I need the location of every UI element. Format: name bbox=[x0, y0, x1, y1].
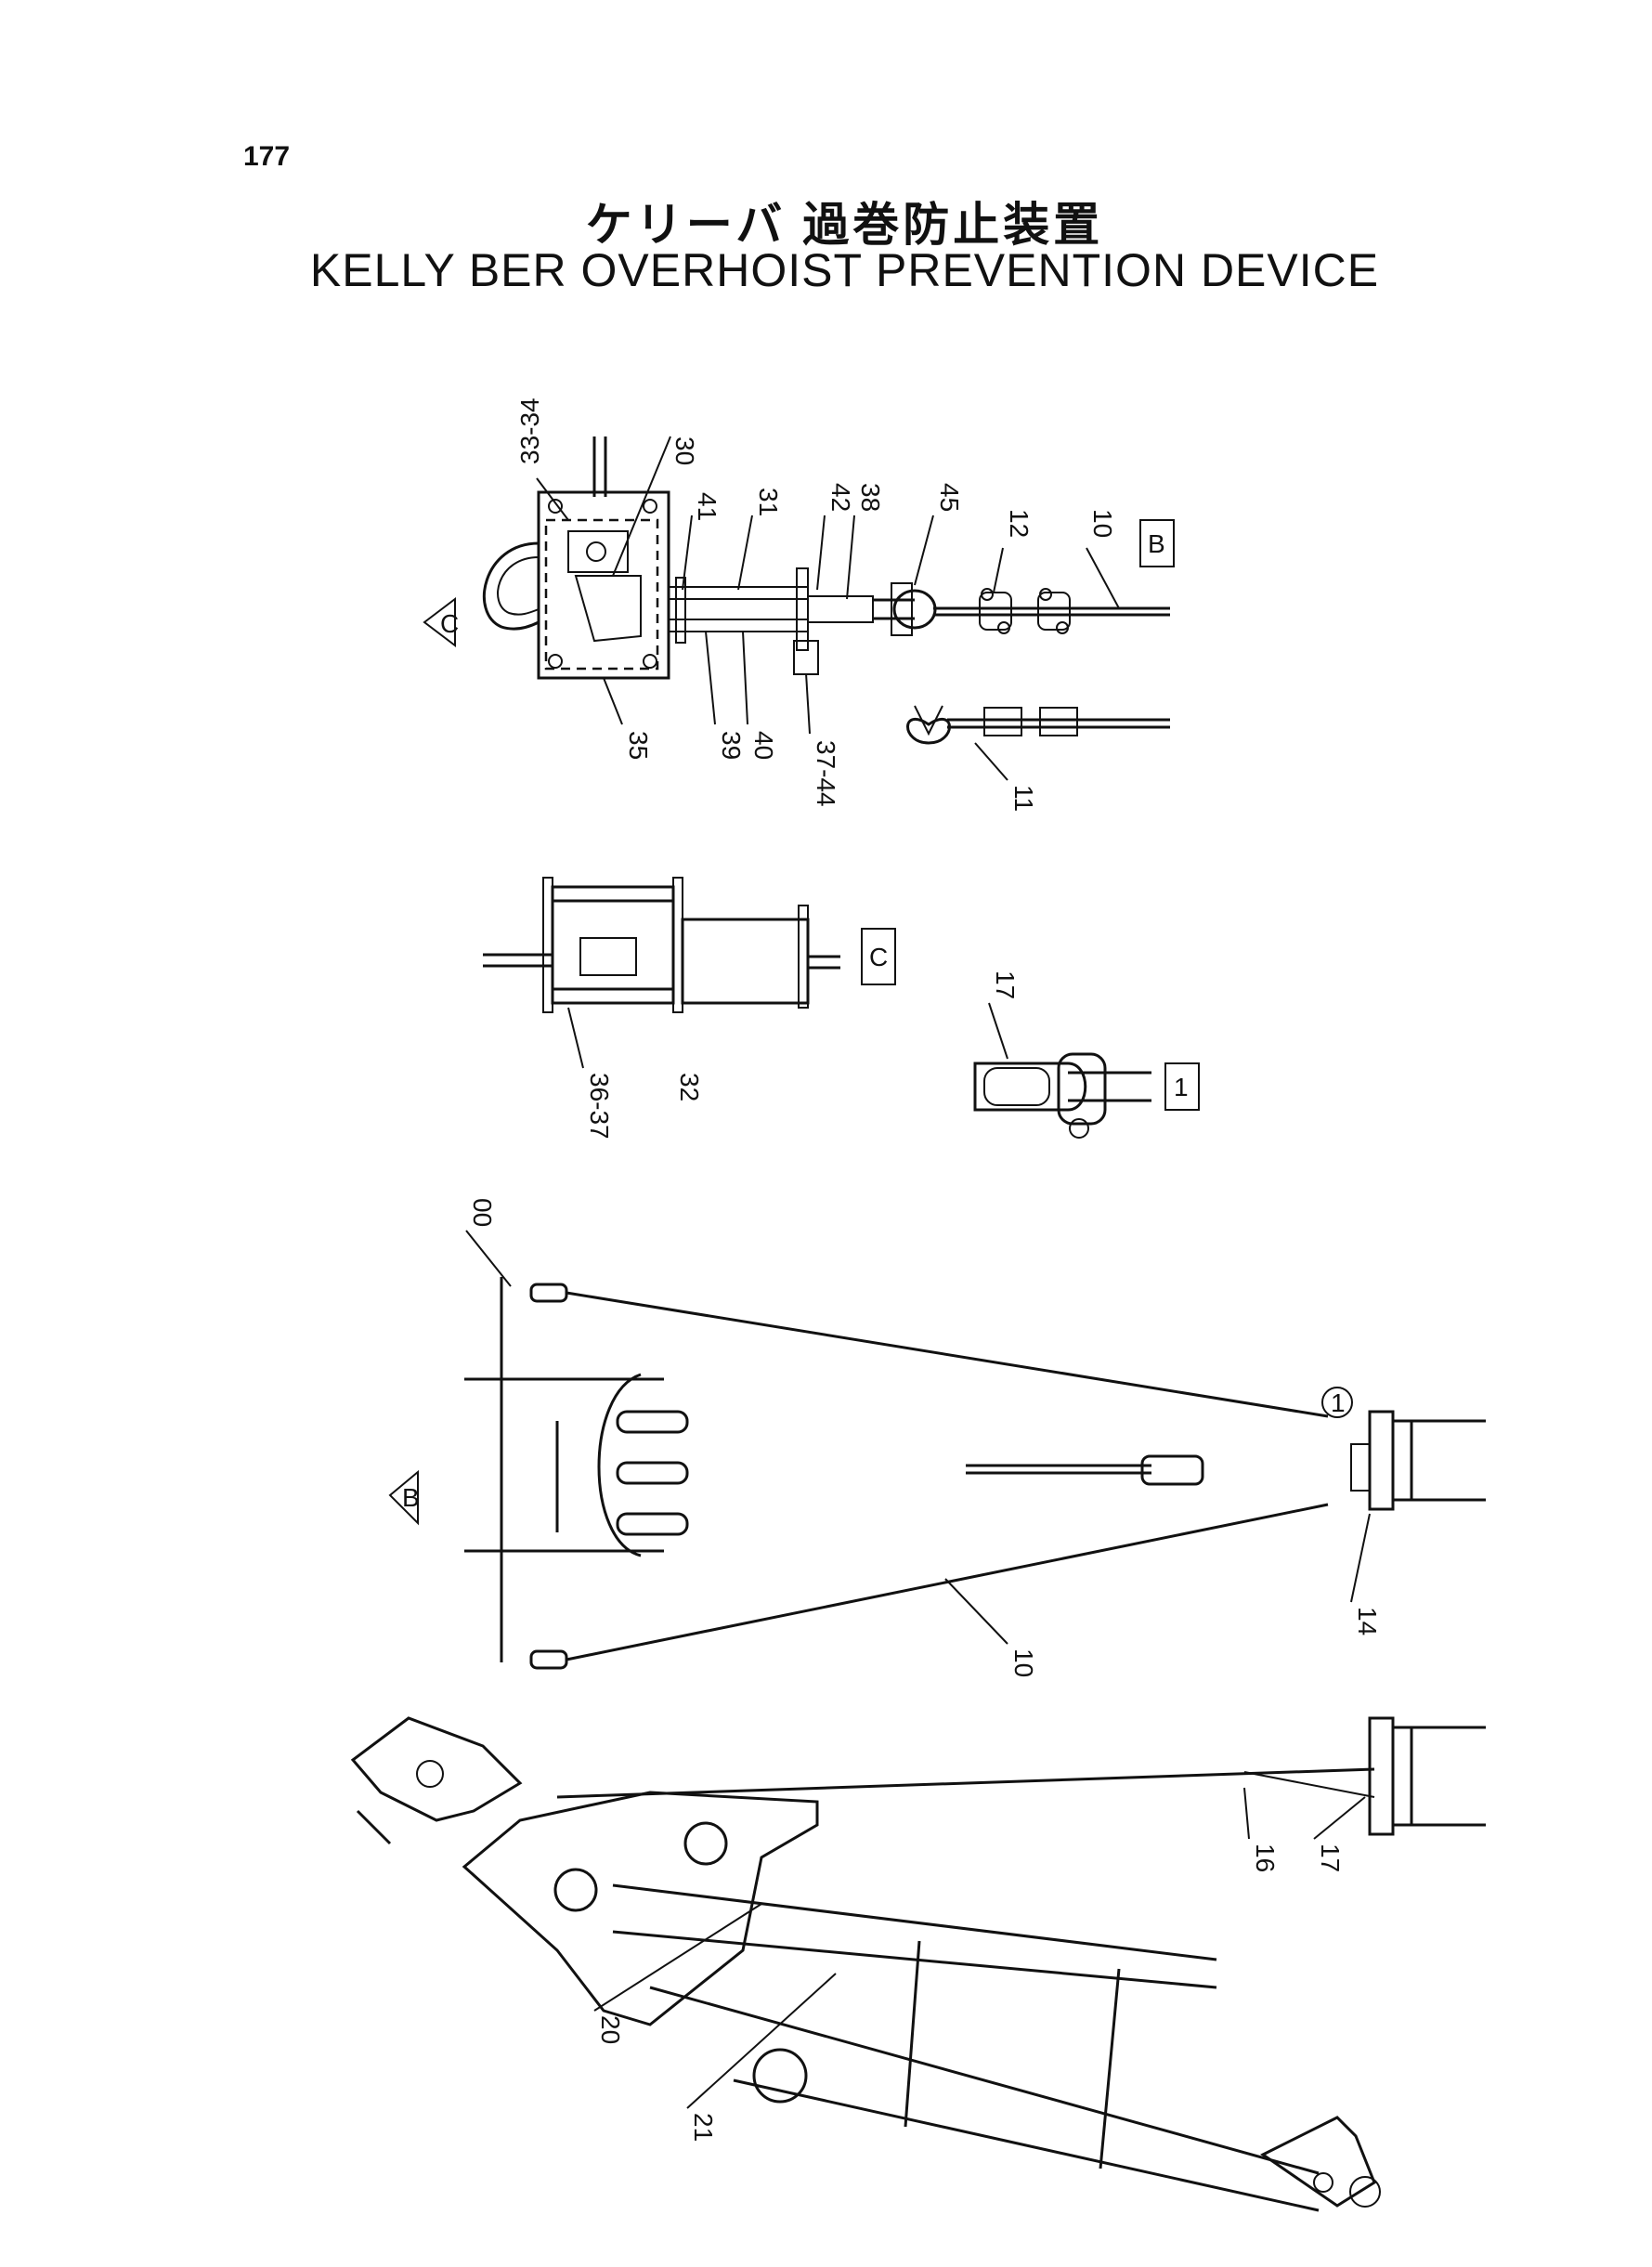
callout-17a: 17 bbox=[991, 971, 1020, 999]
callout-42: 42 bbox=[826, 483, 855, 512]
view-box-1-label: 1 bbox=[1174, 1073, 1189, 1101]
callout-31: 31 bbox=[754, 488, 783, 516]
callout-45: 45 bbox=[935, 483, 964, 512]
callout-32: 32 bbox=[675, 1073, 704, 1101]
view-arrow-c-label: C bbox=[440, 609, 459, 638]
circle-marker-1-label: 1 bbox=[1331, 1388, 1346, 1417]
callout-12: 12 bbox=[1005, 509, 1034, 538]
boom-side-view bbox=[350, 1716, 1486, 2212]
callout-40: 40 bbox=[749, 731, 778, 760]
leader-lines-detail1 bbox=[536, 436, 1120, 781]
top-view-assembly bbox=[464, 1230, 1486, 1670]
callout-36-37: 36-37 bbox=[585, 1073, 614, 1140]
view-arrow-c: C bbox=[423, 596, 459, 648]
callout-39: 39 bbox=[717, 731, 746, 760]
callout-41: 41 bbox=[693, 492, 722, 521]
callout-16: 16 bbox=[1251, 1844, 1280, 1872]
page-number: 177 bbox=[243, 141, 291, 172]
callout-10b: 10 bbox=[1009, 1648, 1038, 1677]
title-english: KELLY BER OVERHOIST PREVENTION DEVICE bbox=[309, 244, 1380, 296]
detail-shackle bbox=[973, 1002, 1151, 1139]
view-box-b: B bbox=[1139, 519, 1175, 567]
view-arrow-b: B bbox=[388, 1469, 420, 1526]
callout-38: 38 bbox=[856, 483, 885, 512]
callout-00: 00 bbox=[468, 1198, 497, 1227]
circle-marker-1: 1 bbox=[1321, 1387, 1353, 1418]
view-box-b-label: B bbox=[1148, 529, 1165, 558]
callout-33-34: 33-34 bbox=[515, 397, 544, 464]
callout-35: 35 bbox=[624, 731, 653, 760]
title-japanese: ケリーバ 過巻防止装置 bbox=[585, 199, 1104, 251]
callout-11: 11 bbox=[1009, 785, 1038, 812]
callout-10a: 10 bbox=[1088, 509, 1117, 538]
detail-c bbox=[483, 877, 840, 1069]
view-box-c: C bbox=[861, 928, 896, 985]
view-box-1: 1 bbox=[1164, 1062, 1200, 1111]
switch-box-detail bbox=[482, 436, 1170, 745]
callout-numbers: 33-34 30 31 41 42 38 45 12 10 35 39 40 3… bbox=[468, 397, 1382, 2142]
callout-21: 21 bbox=[689, 2113, 718, 2142]
callout-17b: 17 bbox=[1316, 1844, 1345, 1872]
callout-14: 14 bbox=[1353, 1607, 1382, 1635]
callout-30: 30 bbox=[670, 436, 699, 465]
view-arrow-b-label: B bbox=[402, 1483, 420, 1512]
callout-20: 20 bbox=[596, 2015, 625, 2044]
callout-37-44: 37-44 bbox=[812, 740, 840, 807]
view-box-c-label: C bbox=[869, 943, 888, 971]
